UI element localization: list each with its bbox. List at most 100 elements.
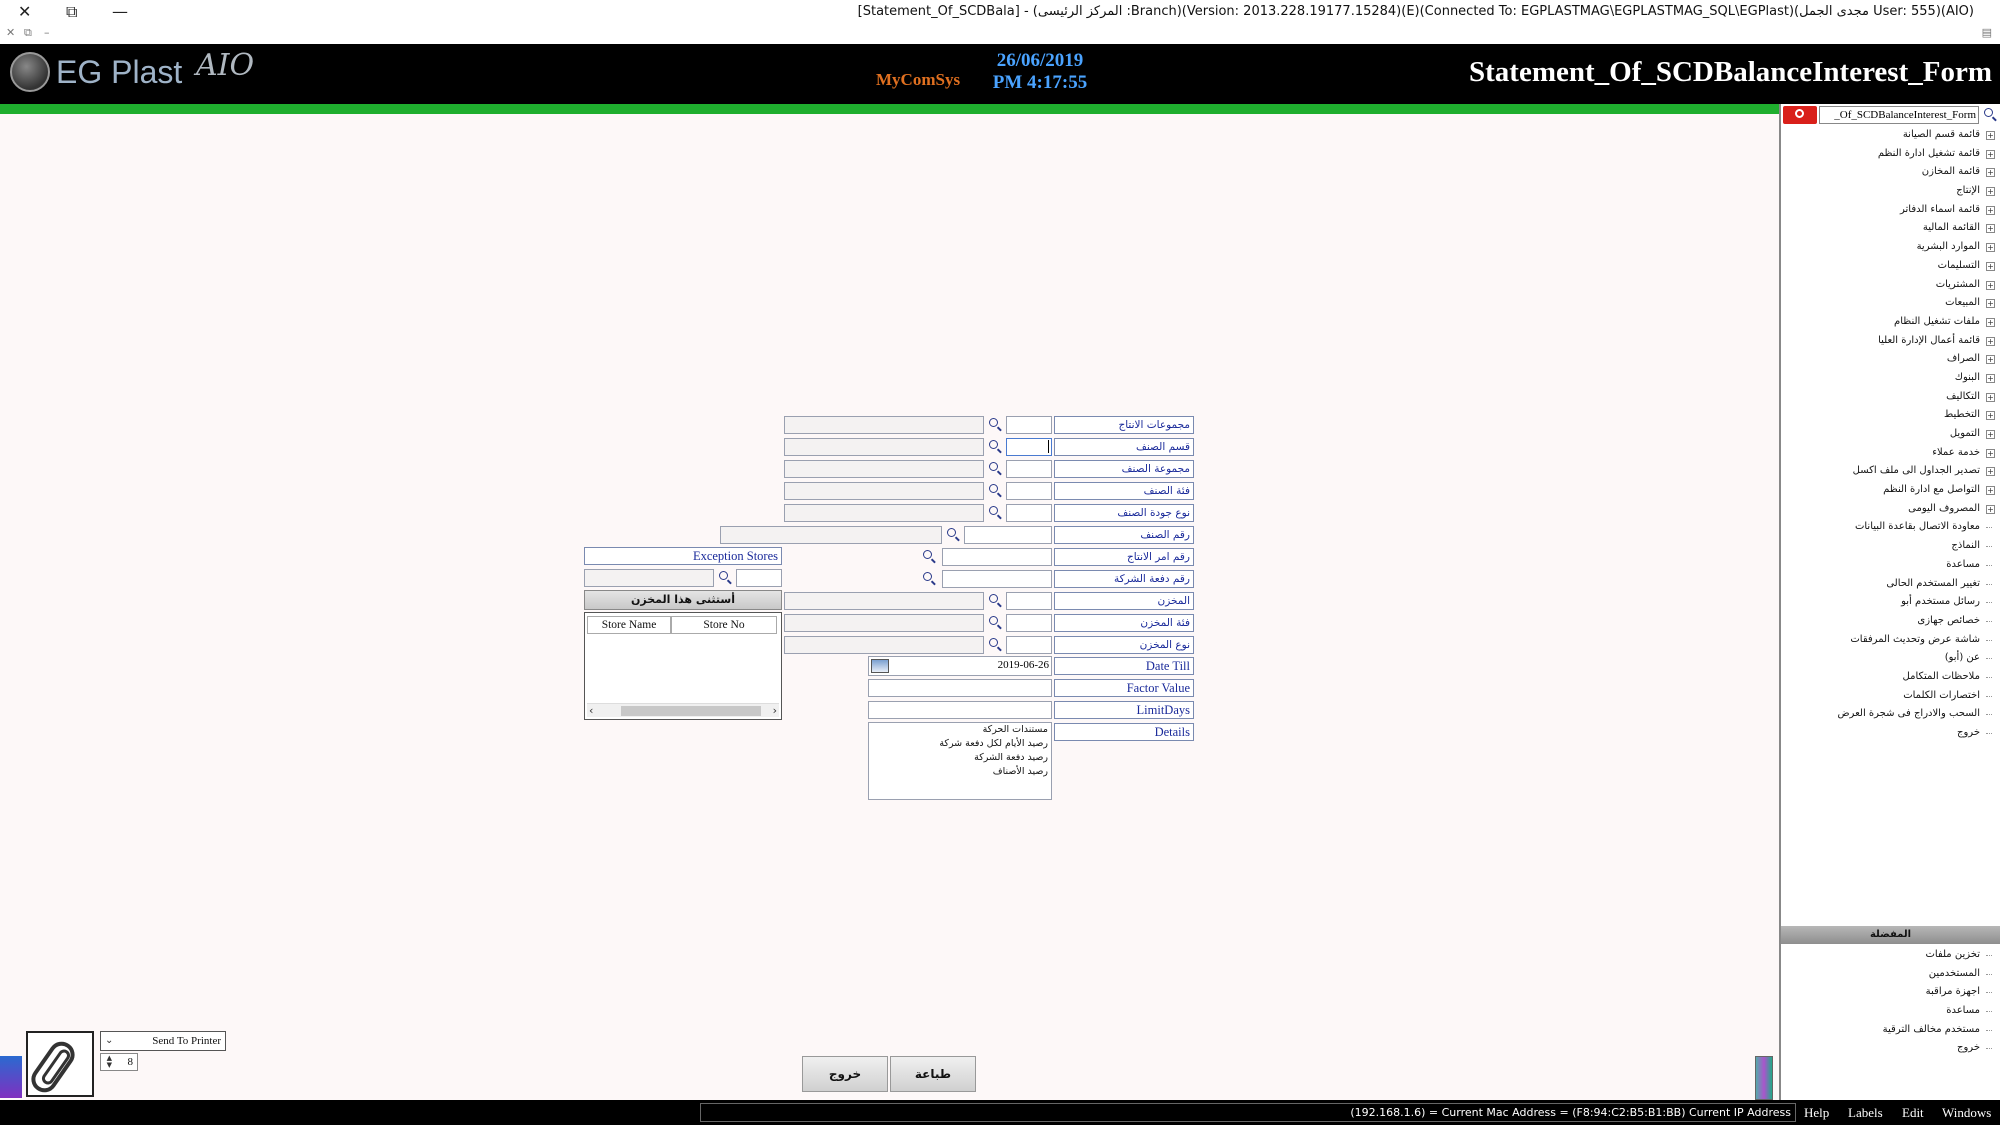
item-section-search-icon[interactable]: [986, 438, 1004, 456]
copies-stepper[interactable]: ▲▼ 8: [100, 1053, 138, 1071]
production-groups-search-icon[interactable]: [986, 416, 1004, 434]
close-window-icon[interactable]: ✕: [18, 2, 32, 21]
sidebar-item[interactable]: +القائمة المالية: [1781, 219, 2000, 238]
expand-icon[interactable]: +: [1986, 131, 1995, 140]
sidebar-item[interactable]: رسائل مستخدم أبو: [1781, 593, 2000, 612]
factor-value-input[interactable]: [868, 679, 1052, 697]
minimize-window-icon[interactable]: —: [112, 2, 128, 21]
item-category-search-icon[interactable]: [986, 482, 1004, 500]
details-option[interactable]: رصيد الأيام لكل دفعة شركة: [939, 738, 1048, 749]
attachment-button[interactable]: [26, 1031, 94, 1098]
expand-icon[interactable]: +: [1986, 373, 1995, 383]
sidebar-item[interactable]: +خدمة عملاء: [1781, 444, 2000, 463]
sidebar-item[interactable]: +الموارد البشرية: [1781, 238, 2000, 257]
sidebar-item[interactable]: عن (أبو): [1781, 649, 2000, 668]
store-category-code-input[interactable]: [1006, 614, 1052, 632]
sidebar-item[interactable]: النماذج: [1781, 537, 2000, 556]
exception-store-search-icon[interactable]: [716, 569, 734, 587]
sidebar-item[interactable]: +قائمة اسماء الدفاتر: [1781, 201, 2000, 220]
sidebar-find-icon[interactable]: [1981, 107, 1999, 123]
sidebar-item[interactable]: +قائمة أعمال الإدارة العليا: [1781, 332, 2000, 351]
expand-icon[interactable]: +: [1986, 336, 1995, 346]
print-button[interactable]: طباعة: [890, 1056, 976, 1092]
sidebar-item[interactable]: +قائمة تشغيل ادارة النظم: [1781, 145, 2000, 164]
print-destination-select[interactable]: ⌄ Send To Printer: [100, 1031, 226, 1051]
sidebar-item[interactable]: اختصارات الكلمات: [1781, 687, 2000, 706]
sidebar-item[interactable]: معاودة الاتصال بقاعدة البيانات: [1781, 518, 2000, 537]
menu-windows[interactable]: Windows: [1942, 1105, 1992, 1120]
production-order-no-input[interactable]: [942, 548, 1052, 566]
store-search-icon[interactable]: [986, 592, 1004, 610]
restore-window-icon[interactable]: ⧉: [66, 2, 78, 21]
sidebar-item[interactable]: +المشتريات: [1781, 276, 2000, 295]
scroll-right-icon[interactable]: ›: [772, 704, 777, 717]
sidebar-toggle-handle[interactable]: [1755, 1056, 1773, 1100]
details-option[interactable]: رصيد الأصناف: [992, 766, 1048, 777]
expand-icon[interactable]: +: [1986, 243, 1995, 253]
store-type-code-input[interactable]: [1006, 636, 1052, 654]
sidebar-search-input[interactable]: [1819, 106, 1979, 124]
scroll-left-icon[interactable]: ‹: [589, 704, 594, 717]
item-quality-search-icon[interactable]: [986, 504, 1004, 522]
expand-icon[interactable]: +: [1986, 467, 1995, 477]
company-batch-search-icon[interactable]: [920, 570, 938, 588]
calendar-icon[interactable]: [871, 659, 889, 673]
expand-icon[interactable]: +: [1986, 448, 1995, 458]
store-category-search-icon[interactable]: [986, 614, 1004, 632]
limit-days-input[interactable]: [868, 701, 1052, 719]
sidebar-item[interactable]: شاشة عرض وتحديث المرفقات: [1781, 631, 2000, 650]
exit-button[interactable]: خروج: [802, 1056, 888, 1092]
mdi-minimize-icon[interactable]: –: [44, 26, 50, 39]
sidebar-item[interactable]: +التخطيط: [1781, 406, 2000, 425]
expand-icon[interactable]: +: [1986, 168, 1995, 178]
sidebar-item[interactable]: +المصروف اليومى: [1781, 500, 2000, 519]
sidebar-item[interactable]: +التمويل: [1781, 425, 2000, 444]
item-section-code-input[interactable]: [1006, 438, 1052, 456]
menu-help[interactable]: Help: [1804, 1105, 1830, 1120]
expand-icon[interactable]: +: [1986, 299, 1995, 309]
expand-icon[interactable]: +: [1986, 430, 1995, 439]
exclude-store-button[interactable]: أستثنى هذا المخزن: [584, 590, 782, 610]
sidebar-item[interactable]: +التسليمات: [1781, 257, 2000, 276]
side-tab-handle[interactable]: [0, 1056, 22, 1098]
favorite-item[interactable]: مستخدم مخالف الترقية: [1781, 1021, 2000, 1040]
grid-horizontal-scrollbar[interactable]: ‹ ›: [587, 703, 779, 717]
store-type-search-icon[interactable]: [986, 636, 1004, 654]
sidebar-item[interactable]: خروج: [1781, 724, 2000, 743]
expand-icon[interactable]: +: [1986, 224, 1995, 234]
sidebar-item[interactable]: +الصراف: [1781, 350, 2000, 369]
expand-icon[interactable]: +: [1986, 504, 1995, 514]
sidebar-item[interactable]: تغيير المستخدم الحالى: [1781, 575, 2000, 594]
exception-stores-grid[interactable]: Store Name Store No ‹ ›: [584, 612, 782, 720]
favorite-item[interactable]: مساعدة: [1781, 1002, 2000, 1021]
date-till-picker[interactable]: 2019-06-26: [868, 656, 1052, 676]
favorite-item[interactable]: خروج: [1781, 1039, 2000, 1058]
item-category-code-input[interactable]: [1006, 482, 1052, 500]
production-groups-code-input[interactable]: [1006, 416, 1052, 434]
expand-icon[interactable]: +: [1986, 261, 1995, 271]
menu-labels[interactable]: Labels: [1848, 1105, 1883, 1120]
item-group-code-input[interactable]: [1006, 460, 1052, 478]
expand-icon[interactable]: +: [1986, 149, 1995, 159]
expand-icon[interactable]: +: [1986, 486, 1995, 496]
favorite-item[interactable]: المستخدمين: [1781, 965, 2000, 984]
sidebar-item[interactable]: +المبيعات: [1781, 294, 2000, 313]
mdi-close-icon[interactable]: ✕: [6, 26, 16, 39]
sidebar-item[interactable]: السحب والادراج فى شجرة العرض: [1781, 705, 2000, 724]
sidebar-search-button[interactable]: [1783, 106, 1817, 124]
expand-icon[interactable]: +: [1986, 280, 1995, 290]
grid-col-store-name[interactable]: Store Name: [587, 616, 671, 634]
sidebar-item[interactable]: خصائص جهازى: [1781, 612, 2000, 631]
spin-arrows-icon[interactable]: ▲▼: [106, 1054, 112, 1069]
sidebar-item[interactable]: +قائمة قسم الصيانة: [1781, 126, 2000, 145]
sidebar-item[interactable]: +البنوك: [1781, 369, 2000, 388]
scroll-thumb[interactable]: [621, 706, 761, 716]
sidebar-item[interactable]: +تصدير الجداول الى ملف اكسل: [1781, 462, 2000, 481]
sidebar-item[interactable]: مساعدة: [1781, 556, 2000, 575]
sidebar-item[interactable]: +الإنتاج: [1781, 182, 2000, 201]
sidebar-item[interactable]: +قائمة المخازن: [1781, 163, 2000, 182]
grid-col-store-no[interactable]: Store No: [671, 616, 777, 634]
expand-icon[interactable]: +: [1986, 392, 1995, 402]
menu-edit[interactable]: Edit: [1902, 1105, 1924, 1120]
